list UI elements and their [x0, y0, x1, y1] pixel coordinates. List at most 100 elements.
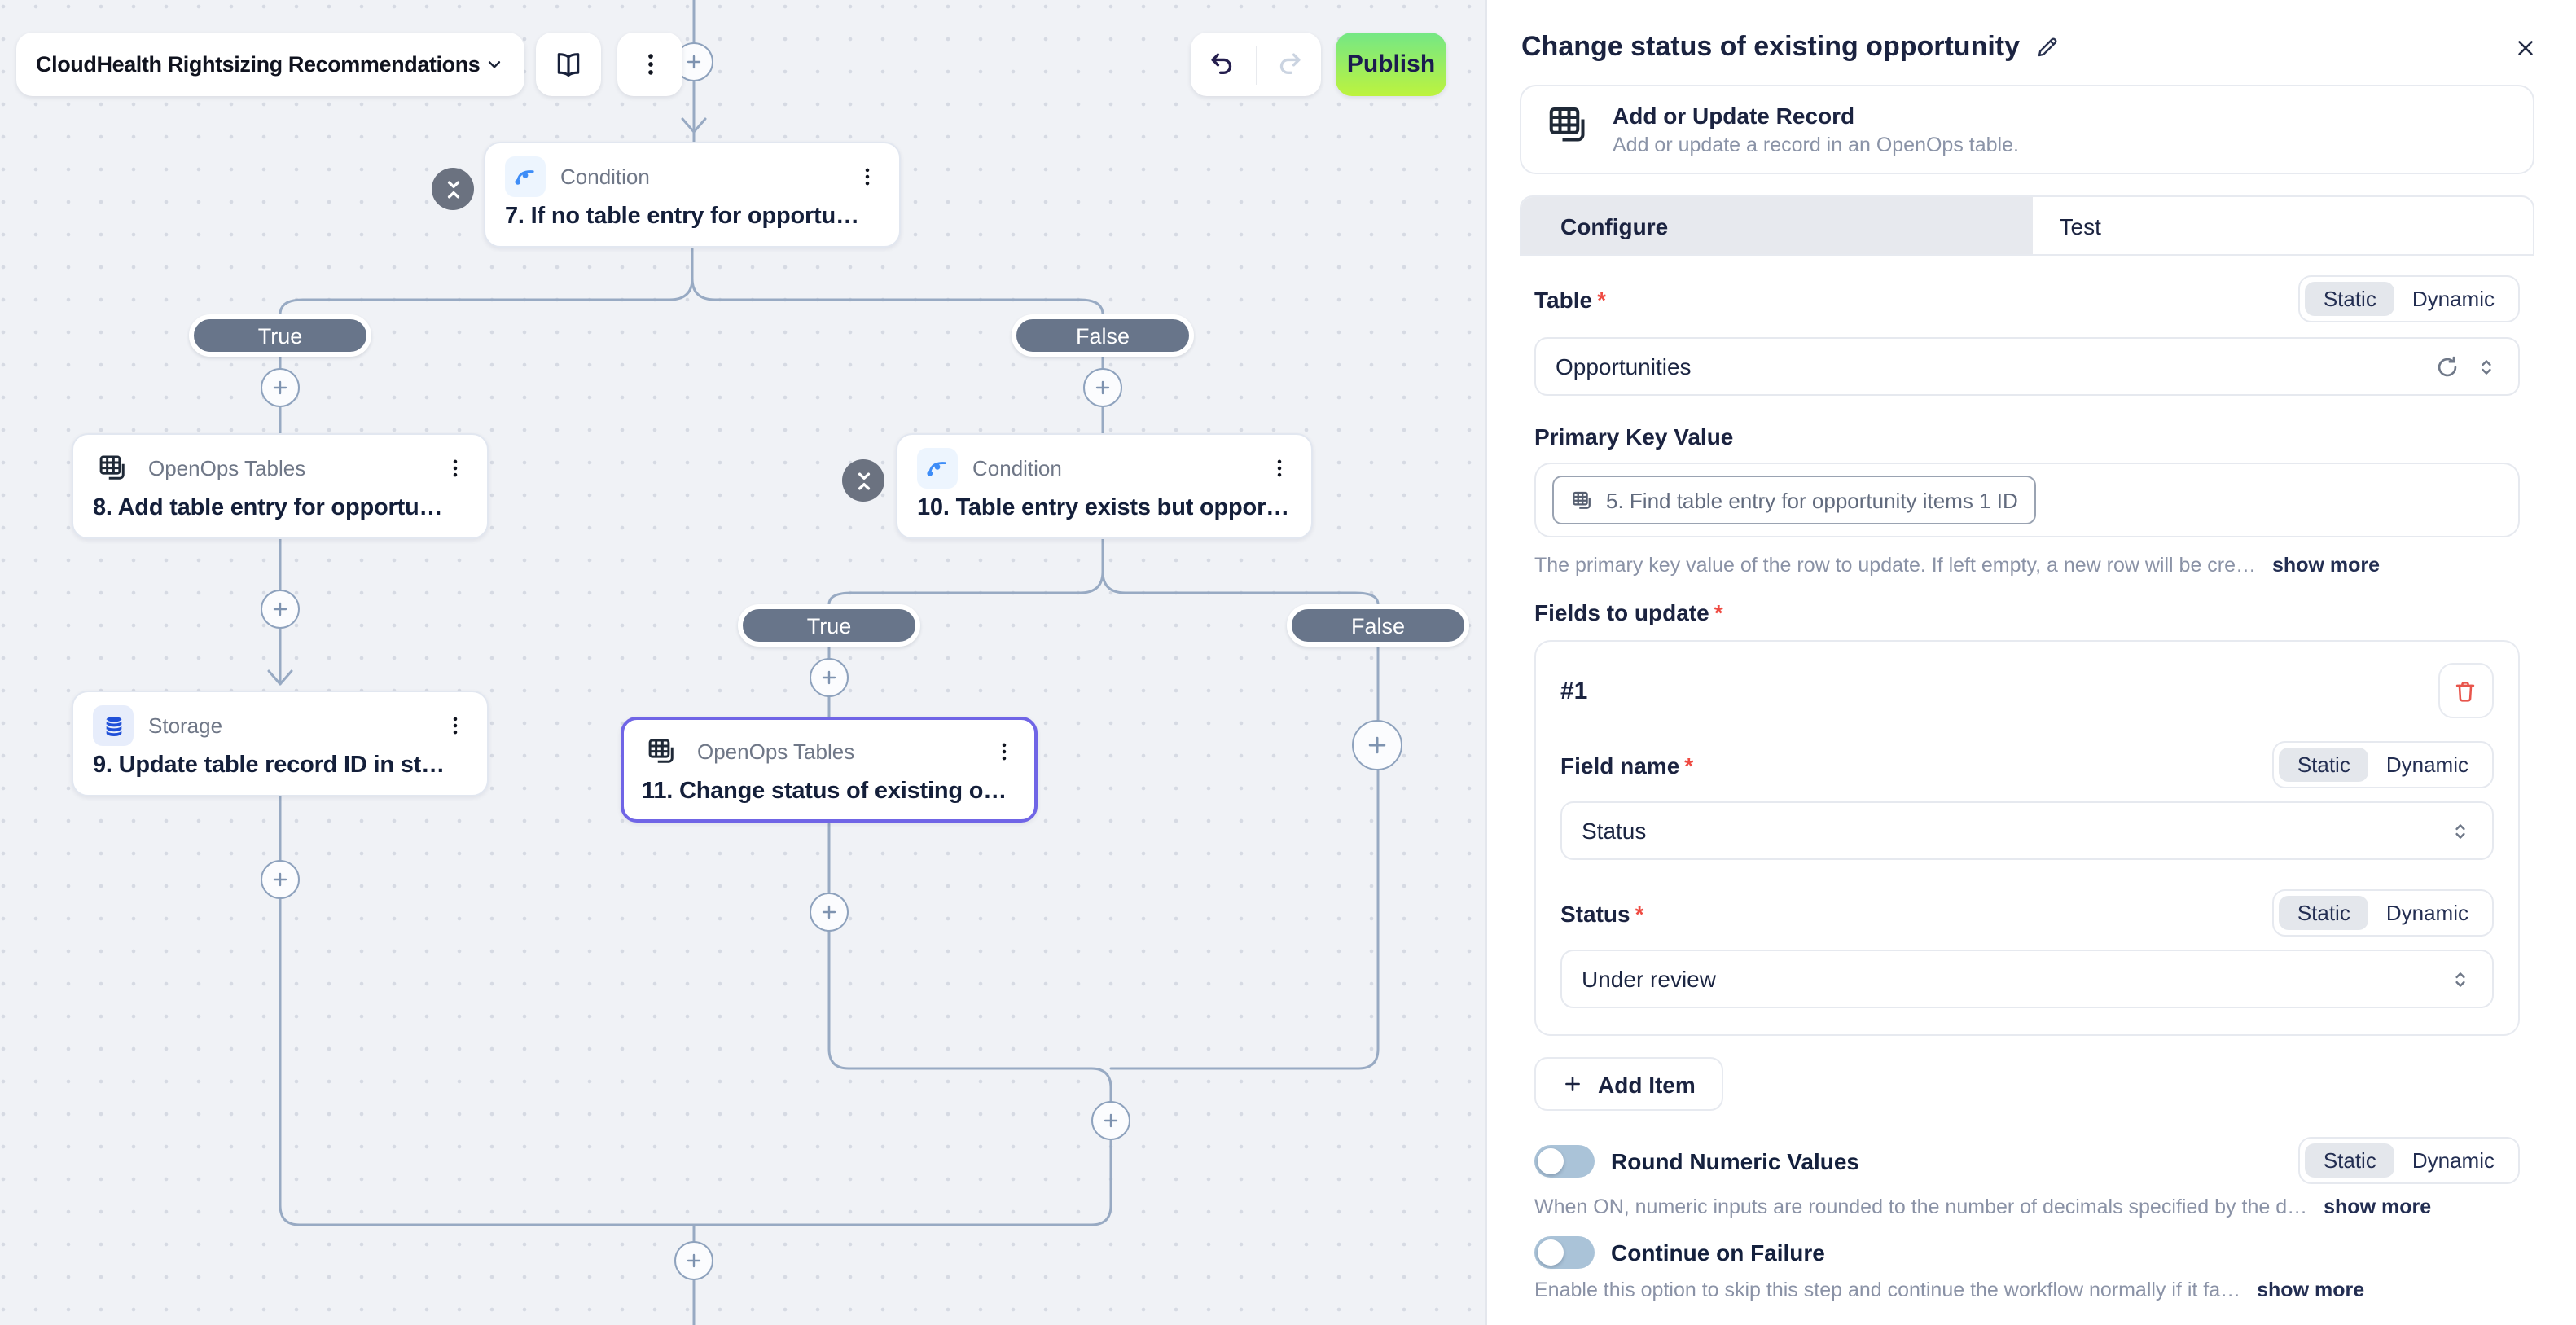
node-title: 7. If no table entry for opportu… — [505, 204, 859, 230]
branch-label-false: False — [1287, 604, 1469, 647]
node-menu-button[interactable] — [441, 454, 467, 483]
token-label: 5. Find table entry for opportunity item… — [1606, 488, 2018, 512]
node-type-label: OpenOps Tables — [697, 739, 855, 764]
static-option[interactable]: Static — [2305, 1143, 2394, 1178]
node-menu-button[interactable] — [990, 737, 1016, 766]
redo-icon — [1279, 53, 1301, 74]
tab-configure[interactable]: Configure — [1521, 197, 2034, 254]
node-menu-button[interactable] — [854, 162, 880, 191]
tables-icon — [1573, 490, 1591, 508]
dynamic-option[interactable]: Dynamic — [2411, 287, 2495, 311]
add-item-button[interactable]: Add Item — [1534, 1057, 1723, 1111]
publish-button[interactable]: Publish — [1336, 33, 1446, 96]
static-option[interactable]: Static — [2279, 896, 2368, 930]
continue-on-failure-helper: Enable this option to skip this step and… — [1534, 1279, 2241, 1301]
primary-key-label: Primary Key Value — [1534, 423, 1734, 450]
static-option[interactable]: Static — [2305, 282, 2394, 316]
collapse-icon — [446, 180, 459, 198]
workflow-name: CloudHealth Rightsizing Recommendations — [36, 52, 481, 77]
close-panel-button[interactable] — [2512, 35, 2537, 59]
close-icon — [2517, 40, 2532, 55]
toggle-knob — [1538, 1147, 1564, 1174]
add-step-button[interactable] — [1083, 368, 1122, 407]
docs-button[interactable] — [536, 33, 601, 96]
redo-button[interactable] — [1257, 33, 1321, 96]
round-numeric-toggle[interactable] — [1534, 1144, 1595, 1177]
table-field-label: Table* — [1534, 286, 1606, 312]
tables-icon — [93, 448, 134, 489]
delete-item-button[interactable] — [2438, 663, 2493, 718]
chevron-down-icon — [488, 61, 501, 68]
branch-label-false: False — [1012, 314, 1194, 357]
condition-icon — [505, 156, 546, 197]
add-step-button[interactable] — [810, 893, 849, 932]
rename-step-button[interactable] — [2034, 34, 2060, 60]
show-more-link[interactable]: show more — [2272, 554, 2381, 577]
add-step-button[interactable] — [1091, 1101, 1130, 1140]
continue-on-failure-toggle[interactable] — [1534, 1236, 1595, 1269]
step-reference-token[interactable]: 5. Find table entry for opportunity item… — [1552, 476, 2036, 524]
item-index: #1 — [1560, 677, 1588, 704]
tab-test[interactable]: Test — [2059, 213, 2101, 239]
status-static-dynamic-toggle[interactable]: Static Dynamic — [2272, 889, 2493, 937]
workflow-name-dropdown[interactable]: CloudHealth Rightsizing Recommendations — [16, 33, 524, 96]
status-select[interactable]: Under review — [1560, 950, 2493, 1008]
dynamic-option[interactable]: Dynamic — [2385, 901, 2468, 925]
flow-node-9-storage[interactable]: Storage 9. Update table record ID in st… — [72, 691, 489, 796]
chevron-up-down-icon — [2481, 359, 2490, 374]
add-step-button[interactable] — [261, 860, 300, 899]
action-subtitle: Add or update a record in an OpenOps tab… — [1613, 134, 2019, 156]
branch-label-true: True — [189, 314, 371, 357]
show-more-link[interactable]: show more — [2324, 1196, 2432, 1218]
undo-redo-group — [1191, 33, 1321, 96]
round-numeric-label: Round Numeric Values — [1611, 1147, 1859, 1174]
undo-button[interactable] — [1191, 33, 1255, 96]
field-name-value: Status — [1582, 818, 1647, 844]
flow-node-11-openops-tables-selected[interactable]: OpenOps Tables 11. Change status of exis… — [621, 717, 1038, 823]
node-menu-button[interactable] — [1266, 454, 1292, 483]
status-field-label: Status* — [1560, 900, 1644, 926]
flow-node-7-condition[interactable]: Condition 7. If no table entry for oppor… — [484, 142, 901, 248]
panel-title: Change status of existing opportunity — [1521, 31, 2021, 62]
action-info-card: Add or Update Record Add or update a rec… — [1520, 85, 2534, 174]
primary-key-input[interactable]: 5. Find table entry for opportunity item… — [1534, 463, 2519, 537]
node-type-label: Storage — [148, 713, 223, 738]
flow-node-10-condition[interactable]: Condition 10. Table entry exists but opp… — [896, 433, 1313, 539]
book-icon — [557, 52, 580, 77]
node-menu-button[interactable] — [441, 711, 467, 740]
table-select-value: Opportunities — [1556, 353, 1692, 380]
field-name-select[interactable]: Status — [1560, 801, 2493, 860]
kebab-icon — [1276, 459, 1281, 477]
divider — [1255, 45, 1257, 84]
chevron-up-down-icon — [2455, 972, 2464, 986]
field-name-static-dynamic-toggle[interactable]: Static Dynamic — [2272, 741, 2493, 788]
round-numeric-static-dynamic-toggle[interactable]: Static Dynamic — [2298, 1137, 2519, 1184]
node-title: 11. Change status of existing o… — [642, 779, 1007, 805]
required-marker: * — [1635, 900, 1644, 926]
refresh-icon[interactable] — [2433, 353, 2460, 380]
add-step-button[interactable] — [261, 590, 300, 629]
trash-icon — [2455, 681, 2475, 701]
show-more-link[interactable]: show more — [2257, 1279, 2365, 1301]
dynamic-option[interactable]: Dynamic — [2411, 1148, 2495, 1173]
round-numeric-helper: When ON, numeric inputs are rounded to t… — [1534, 1196, 2308, 1218]
add-step-button[interactable] — [261, 368, 300, 407]
kebab-icon — [452, 717, 457, 735]
static-option[interactable]: Static — [2279, 748, 2368, 782]
collapse-branch-button[interactable] — [842, 459, 884, 502]
add-step-button[interactable] — [810, 658, 849, 697]
add-step-button[interactable] — [1352, 720, 1402, 770]
add-step-button[interactable] — [674, 1241, 713, 1280]
collapse-icon — [857, 472, 870, 489]
node-type-label: OpenOps Tables — [148, 456, 306, 480]
dynamic-option[interactable]: Dynamic — [2385, 752, 2468, 777]
collapse-branch-button[interactable] — [432, 168, 474, 210]
continue-on-failure-label: Continue on Failure — [1611, 1239, 1825, 1266]
table-select[interactable]: Opportunities — [1534, 337, 2519, 396]
undo-icon — [1211, 53, 1232, 74]
flow-node-8-openops-tables[interactable]: OpenOps Tables 8. Add table entry for op… — [72, 433, 489, 539]
table-static-dynamic-toggle[interactable]: Static Dynamic — [2298, 275, 2519, 322]
branch-label-true: True — [738, 604, 920, 647]
workflow-menu-button[interactable] — [617, 33, 682, 96]
